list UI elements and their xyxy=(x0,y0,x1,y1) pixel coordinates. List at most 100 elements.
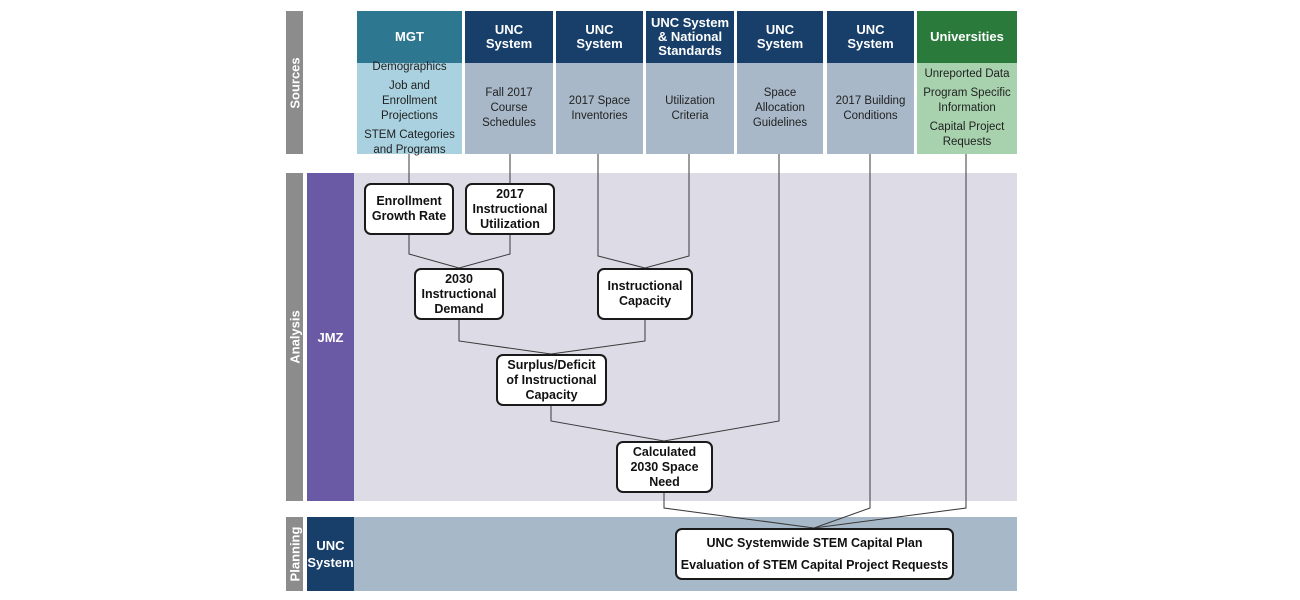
planning-owner-line-1: UNC xyxy=(316,538,345,553)
connector-surplus-to-need xyxy=(550,406,665,442)
source-header-line: Standards xyxy=(658,43,722,58)
source-item: Utilization Criteria xyxy=(665,94,715,124)
node-line: Demand xyxy=(434,301,484,316)
source-item-line: Job and Enrollment xyxy=(382,79,437,107)
source-unc-system-5-body: 2017 Building Conditions xyxy=(827,63,914,154)
source-unc-system-5-header: UNC System xyxy=(827,11,914,63)
connector-enrollment-to-demand xyxy=(408,235,460,269)
node-instructional-capacity: Instructional Capacity xyxy=(597,268,693,320)
source-mgt-header-line-1: MGT xyxy=(395,29,424,44)
source-header-line: System xyxy=(485,36,533,51)
source-item-line: Capital Project xyxy=(929,121,1005,133)
source-item-line: Unreported Data xyxy=(924,68,1010,80)
source-item: STEM Categories and Programs xyxy=(364,128,455,158)
source-item-line: Allocation xyxy=(755,102,805,114)
connector-conditions-to-plan xyxy=(813,154,871,529)
source-item: Space Allocation Guidelines xyxy=(753,86,807,131)
source-unc-system-4-header: UNC System xyxy=(737,11,823,63)
connector-capacity-to-surplus xyxy=(550,320,646,355)
source-item-line: Course xyxy=(490,102,528,114)
node-capital-plan: UNC Systemwide STEM Capital Plan Evaluat… xyxy=(675,528,954,580)
analysis-owner-label: JMZ xyxy=(317,329,344,345)
node-line: 2017 xyxy=(496,186,524,201)
source-header-line: UNC xyxy=(856,22,885,37)
source-item: Job and Enrollment Projections xyxy=(360,79,459,124)
node-line: Need xyxy=(649,474,680,489)
source-universities-body: Unreported Data Program Specific Informa… xyxy=(917,63,1017,154)
source-header-line: UNC xyxy=(494,22,524,37)
source-item: 2017 Space Inventories xyxy=(569,94,630,124)
source-header-line: Universities xyxy=(930,29,1004,44)
source-header-line: UNC System xyxy=(650,15,730,30)
node-surplus-deficit: Surplus/Deficit of Instructional Capacit… xyxy=(496,354,607,406)
node-line: Instructional xyxy=(421,286,497,301)
source-unc-system-2-header: UNC System xyxy=(556,11,643,63)
node-line: Capacity xyxy=(618,294,672,308)
node-line: of Instructional xyxy=(506,372,597,387)
source-item-line: Information xyxy=(938,102,996,114)
source-universities-header: Universities xyxy=(917,11,1017,63)
node-line: Calculated xyxy=(632,444,697,459)
source-item-line: Guidelines xyxy=(752,117,808,129)
row-label-analysis: Analysis xyxy=(286,173,303,501)
source-unc-national-standards-header: UNC System & National Standards xyxy=(646,11,734,63)
planning-owner-line-2: System xyxy=(307,555,354,570)
connector-demand-to-surplus xyxy=(458,320,552,355)
row-label-sources: Sources xyxy=(286,11,303,154)
source-item-line: STEM Categories xyxy=(364,128,455,141)
source-header-line: System xyxy=(756,36,804,51)
node-line: Instructional xyxy=(607,279,683,293)
source-mgt-header: MGT xyxy=(357,11,462,63)
source-item-line: Fall 2017 xyxy=(485,87,533,99)
source-unc-system-4-body: Space Allocation Guidelines xyxy=(737,63,823,154)
source-item: Capital Project Requests xyxy=(930,120,1005,150)
source-item-line: Inventories xyxy=(571,109,628,122)
node-line: 2030 Space xyxy=(630,459,699,474)
node-line: UNC Systemwide STEM Capital Plan xyxy=(706,536,923,550)
source-item-line: Schedules xyxy=(482,117,536,129)
node-line: Enrollment xyxy=(376,194,442,208)
source-header-line: UNC xyxy=(585,22,614,37)
node-line: 2030 xyxy=(445,271,473,286)
source-unc-national-standards-body: Utilization Criteria xyxy=(646,63,734,154)
source-header-line: & National xyxy=(657,29,723,44)
node-instructional-utilization: 2017 Instructional Utilization xyxy=(465,183,555,235)
source-unc-system-2-body: 2017 Space Inventories xyxy=(556,63,643,154)
node-line: Growth Rate xyxy=(371,209,447,223)
connector-universities-to-plan xyxy=(813,154,967,529)
node-line: Evaluation of STEM Capital Project Reque… xyxy=(680,558,949,572)
source-mgt-body: Demographics Job and Enrollment Projecti… xyxy=(357,60,462,156)
node-enrollment-growth-rate: Enrollment Growth Rate xyxy=(364,183,454,235)
source-item-line: Projections xyxy=(381,109,438,122)
source-item-line: Program Specific xyxy=(923,87,1011,99)
connector-guidelines-to-need xyxy=(663,154,780,442)
source-unc-system-1-body: Fall 2017 Course Schedules xyxy=(465,63,553,154)
source-item-line: and Programs xyxy=(373,143,446,156)
source-item-line: Utilization xyxy=(665,94,715,107)
node-line: Capacity xyxy=(525,387,578,402)
connector-criteria-to-capacity xyxy=(644,154,690,269)
node-line: Surplus/Deficit xyxy=(507,357,596,372)
source-item-line: Space xyxy=(763,87,797,99)
source-item-line: 2017 Space xyxy=(568,94,631,107)
source-item: Unreported Data xyxy=(924,67,1009,82)
connector-utilization-to-demand xyxy=(458,235,511,269)
node-instructional-demand: 2030 Instructional Demand xyxy=(414,268,504,320)
planning-owner-unc-system: UNC System xyxy=(307,517,354,591)
row-label-planning: Planning xyxy=(286,517,303,591)
node-line: Instructional xyxy=(472,201,548,216)
source-item: 2017 Building Conditions xyxy=(836,94,906,124)
source-unc-system-1-header: UNC System xyxy=(465,11,553,63)
connector-need-to-plan xyxy=(663,492,815,529)
source-item: Program Specific Information xyxy=(923,86,1011,116)
node-line: Utilization xyxy=(480,216,540,231)
source-item-line: 2017 Building xyxy=(835,94,906,107)
source-header-line: System xyxy=(576,36,623,51)
source-header-line: System xyxy=(847,36,894,51)
source-item-line: Conditions xyxy=(843,109,898,122)
source-item: Fall 2017 Course Schedules xyxy=(482,86,536,131)
source-item-line: Demographics xyxy=(372,60,447,73)
source-item-line: Requests xyxy=(942,136,992,148)
analysis-owner-jmz: JMZ xyxy=(307,173,354,501)
